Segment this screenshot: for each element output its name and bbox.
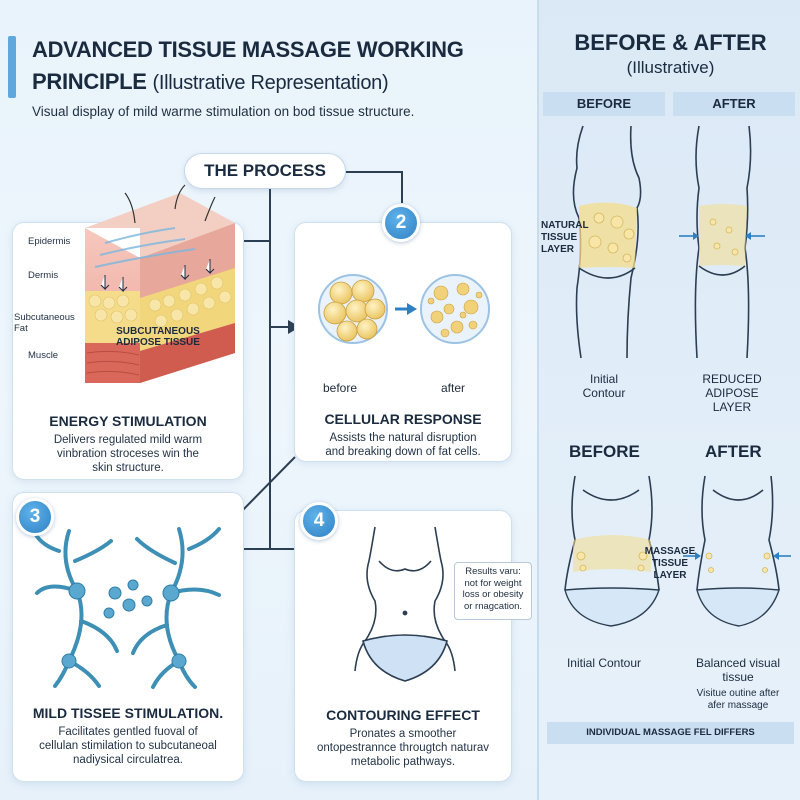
card-mild-tissue-stimulation: MILD TISSEE STIMULATION. Facilitates gen… <box>12 492 244 782</box>
initial-contour-label-2: Initial Contour <box>566 656 642 670</box>
before-after-panel: BEFORE & AFTER (Illustrative) BEFORE AFT… <box>537 0 800 800</box>
page-subtitle: Visual display of mild warme stimulation… <box>32 104 415 119</box>
connector-step1 <box>244 240 270 242</box>
card-cellular-response: before after CELLULAR RESPONSE Assists t… <box>294 222 512 462</box>
body-silhouette-illustration <box>354 526 456 682</box>
step2-text: Assists the natural disruption and break… <box>325 432 481 458</box>
skin-cross-section-illustration <box>85 184 235 383</box>
page-title: ADVANCED TISSUE MASSAGE WORKING PRINCIPL… <box>32 34 522 99</box>
before-after-heading: BEFORE & AFTER <box>574 30 767 55</box>
before-cell-label: before <box>323 381 358 395</box>
initial-contour-label: Initial Contour <box>582 372 626 400</box>
title-main: ADVANCED TISSUE MASSAGE WORKING PRINCIPL… <box>32 37 464 94</box>
bottom-before-label: BEFORE <box>569 442 640 461</box>
step1-title: ENERGY STIMULATION <box>49 413 207 429</box>
connector-step4 <box>244 548 294 550</box>
bottom-body-comparison-illustration <box>564 475 791 627</box>
title-accent-bar <box>8 36 16 98</box>
step1-text: Delivers regulated mild warm vinbration … <box>53 434 203 474</box>
left-panel: ADVANCED TISSUE MASSAGE WORKING PRINCIPL… <box>8 34 532 782</box>
footer-disclaimer: INDIVIDUAL MASSAGE FEL DIFFERS <box>547 722 794 744</box>
top-after-label: AFTER <box>712 96 756 111</box>
step3-title: MILD TISSEE STIMULATION. <box>32 705 224 721</box>
card-contouring-effect: CONTOURING EFFECT Pronates a smoother on… <box>294 510 512 782</box>
tissue-layer-label: SUBCUTANEOUS ADIPOSE TISSUE <box>116 326 200 348</box>
balanced-tissue-label: Balanced visual tissue <box>695 656 781 684</box>
card-energy-stimulation: SUBCUTANEOUS ADIPOSE TISSUE ENERGY STIMU… <box>12 184 244 480</box>
label-dermis: Dermis <box>28 270 59 281</box>
step3-text: Facilitates gentled fuoval of cellulan s… <box>39 726 217 766</box>
process-label: THE PROCESS <box>184 153 346 189</box>
connector-vertical <box>269 188 271 548</box>
top-before-label: BEFORE <box>576 96 632 111</box>
top-after-band: AFTER <box>673 92 795 116</box>
step4-text: Pronates a smoother ontopestrannce throu… <box>317 728 489 768</box>
label-subcutaneous: Subcutaneous Fat <box>14 312 75 334</box>
step3-badge: 3 <box>16 498 54 536</box>
connector-step2-arrow <box>270 326 294 328</box>
step2-badge: 2 <box>382 204 420 242</box>
reduced-layer-label: REDUCED ADIPOSE LAYER <box>702 372 762 414</box>
label-muscle: Muscle <box>28 350 59 361</box>
step4-badge: 4 <box>300 502 338 540</box>
fat-cells-before-after-illustration <box>318 274 490 344</box>
results-note: Results varu: not for weight loss or obe… <box>454 562 532 620</box>
top-body-comparison-illustration <box>572 125 765 359</box>
before-after-subheading: (Illustrative) <box>626 58 715 77</box>
connector-top-right <box>346 171 402 173</box>
step2-title: CELLULAR RESPONSE <box>324 411 482 427</box>
outline-after-label: Visitue outine after afer massage <box>696 688 780 711</box>
bottom-after-label: AFTER <box>705 442 762 461</box>
step4-title: CONTOURING EFFECT <box>326 707 480 723</box>
natural-tissue-label: NATURAL TISSUE LAYER <box>541 220 589 255</box>
massage-tissue-label: MASSAGE TISSUE LAYER <box>644 546 696 581</box>
connector-to-step2 <box>401 171 403 203</box>
top-before-band: BEFORE <box>543 92 665 116</box>
title-paren: (Illustrative Representation) <box>152 72 389 94</box>
nerve-cells-illustration <box>33 527 221 689</box>
label-epidermis: Epidermis <box>28 236 71 247</box>
after-cell-label: after <box>441 381 466 395</box>
